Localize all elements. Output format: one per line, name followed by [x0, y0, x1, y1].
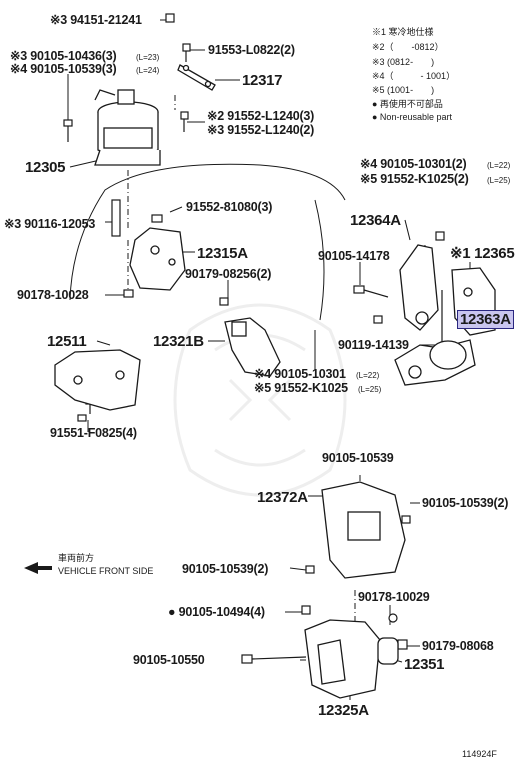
label-91552-L1240-2[interactable]: ※3 91552-L1240(2) — [207, 123, 315, 137]
label-12305[interactable]: 12305 — [25, 159, 66, 176]
bracket-12511 — [54, 349, 141, 411]
legend-nonreusable-en: ● Non-reusable part — [372, 112, 452, 122]
label-12364A[interactable]: 12364A — [350, 212, 401, 229]
bracket-12321B — [224, 317, 281, 377]
label-90105-10301-lower[interactable]: ※4 90105-10301 — [254, 367, 346, 381]
label-12351[interactable]: 12351 — [404, 656, 445, 673]
mount-12363A — [394, 339, 476, 386]
label-90119-14139[interactable]: 90119-14139 — [338, 338, 409, 352]
label-90105-10436[interactable]: ※3 90105-10436(3) — [10, 49, 117, 63]
label-90105-10301-upper[interactable]: ※4 90105-10301(2) — [360, 157, 467, 171]
label-12321B[interactable]: 12321B — [153, 333, 204, 350]
label-90105-10301-upper-note: (L=22) — [487, 161, 511, 170]
bracket-12364A — [399, 244, 439, 331]
bracket-12317 — [177, 64, 216, 91]
label-12365[interactable]: ※1 12365 — [450, 245, 515, 262]
label-91552-K1025-lower[interactable]: ※5 91552-K1025 — [254, 381, 348, 395]
label-91552-81080[interactable]: 91552-81080(3) — [186, 200, 273, 214]
label-90105-10550[interactable]: 90105-10550 — [133, 653, 205, 667]
legend-cold-climate: ※1 寒冷地仕様 — [372, 27, 434, 37]
leader-12305 — [69, 159, 101, 168]
label-90105-10539-3[interactable]: ※4 90105-10539(3) — [10, 62, 117, 76]
label-12317[interactable]: 12317 — [242, 72, 283, 89]
label-91552-K1025-lower-note: (L=25) — [358, 385, 382, 394]
label-90116-12053[interactable]: ※3 90116-12053 — [4, 217, 96, 231]
label-90178-10028[interactable]: 90178-10028 — [17, 288, 89, 302]
legend-note-2: ※2（ -0812） — [372, 42, 444, 52]
label-12363A-highlighted[interactable]: 12363A — [457, 310, 514, 329]
label-90105-10436-note: (L=23) — [136, 53, 160, 62]
label-90105-10539-top[interactable]: 90105-10539 — [322, 451, 394, 465]
leader-91552-81080 — [169, 206, 183, 213]
label-91551-F0825[interactable]: 91551-F0825(4) — [50, 426, 137, 440]
label-12315A[interactable]: 12315A — [197, 245, 248, 262]
label-90179-08256[interactable]: 90179-08256(2) — [185, 267, 272, 281]
label-90105-14178[interactable]: 90105-14178 — [318, 249, 390, 263]
bracket-12372A — [321, 481, 406, 579]
legend-note-5: ※5 (1001- ) — [372, 85, 435, 95]
label-91552-L1240-3[interactable]: ※2 91552-L1240(3) — [207, 109, 315, 123]
label-90105-10539-left[interactable]: 90105-10539(2) — [182, 562, 269, 576]
leader-12511 — [96, 340, 111, 346]
label-91552-K1025-upper[interactable]: ※5 91552-K1025(2) — [360, 172, 469, 186]
label-90105-10494[interactable]: ● 90105-10494(4) — [168, 605, 265, 619]
leader-90105-10539-left — [289, 567, 307, 571]
legend-nonreusable-jp: ● 再使用不可部品 — [372, 99, 443, 109]
engine-mount-12305 — [94, 89, 161, 166]
figure-number: 114924F — [462, 749, 497, 759]
mount-12325A — [304, 619, 381, 699]
label-12511[interactable]: 12511 — [47, 333, 87, 350]
vehicle-front-label-en: VEHICLE FRONT SIDE — [58, 566, 154, 576]
legend-note-3: ※3 (0812- ) — [372, 57, 435, 67]
label-91553-L0822[interactable]: 91553-L0822(2) — [208, 43, 295, 57]
label-90105-10301-lower-note: (L=22) — [356, 371, 380, 380]
legend-note-4: ※4（ - 1001） — [372, 71, 456, 81]
label-91552-K1025-upper-note: (L=25) — [487, 176, 511, 185]
label-90178-10029[interactable]: 90178-10029 — [358, 590, 430, 604]
watermark-crest — [173, 303, 347, 497]
leader-12364A — [404, 219, 411, 241]
label-12325A[interactable]: 12325A — [318, 702, 369, 719]
label-94151-21241[interactable]: ※3 94151-21241 — [50, 13, 142, 27]
bracket-12315A — [129, 227, 186, 291]
label-90179-08068[interactable]: 90179-08068 — [422, 639, 494, 653]
vehicle-front-label-jp: 車両前方 — [58, 553, 95, 563]
engine-outline — [69, 163, 346, 321]
stopper-12351 — [377, 637, 399, 665]
label-90105-10539-3-note: (L=24) — [136, 66, 160, 75]
vehicle-front-arrow-icon — [24, 562, 52, 574]
label-90105-10539-right[interactable]: 90105-10539(2) — [422, 496, 509, 510]
label-12372A[interactable]: 12372A — [257, 489, 308, 506]
